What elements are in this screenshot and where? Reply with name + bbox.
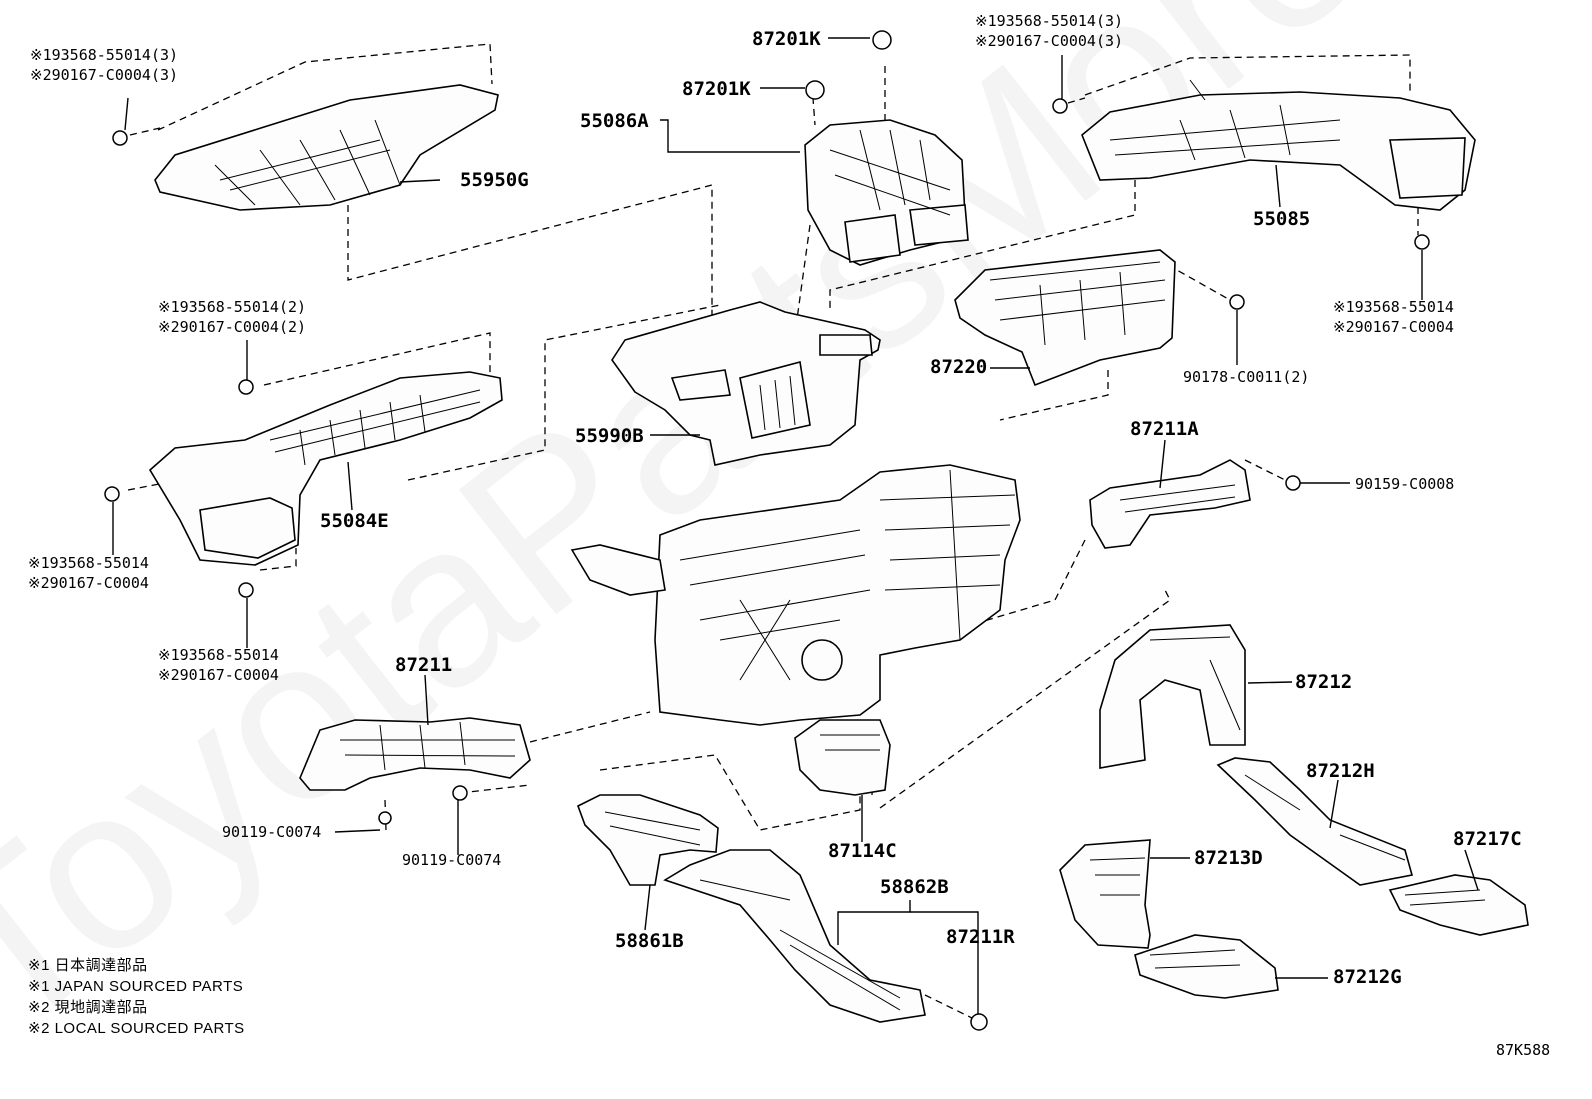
bolt-icon [452, 785, 468, 801]
label-87211R: 87211R [946, 926, 1015, 948]
label-90119-C0074-left: 90119-C0074 [222, 823, 322, 841]
label-87211A: 87211A [1130, 418, 1199, 440]
bolt-icon [238, 379, 254, 395]
note-lower-left-2: ※290167-C0004 [158, 666, 279, 684]
part-87212H [1216, 757, 1414, 886]
label-55084E: 55084E [320, 510, 389, 532]
part-87220 [954, 249, 1176, 387]
label-87114C: 87114C [828, 840, 897, 862]
note-left-2: ※290167-C0004 [28, 574, 149, 592]
legend-line-2: ※1 JAPAN SOURCED PARTS [28, 978, 244, 995]
leader-lines [112, 37, 1479, 1014]
part-87211 [299, 717, 531, 791]
bolt-icon [1285, 475, 1301, 491]
part-87212 [1099, 624, 1246, 769]
label-90159-C0008: 90159-C0008 [1355, 475, 1455, 493]
label-87212H: 87212H [1306, 760, 1375, 782]
label-87212G: 87212G [1333, 966, 1402, 988]
label-55990B: 55990B [575, 425, 644, 447]
label-87212: 87212 [1295, 671, 1353, 693]
clip-icon [805, 80, 825, 100]
label-58861B: 58861B [615, 930, 684, 952]
label-90178-C0011: 90178-C0011(2) [1183, 368, 1310, 386]
bolt-icon [238, 582, 254, 598]
part-55990B [611, 301, 881, 466]
part-87211A [1089, 459, 1251, 549]
part-hvac-unit [570, 464, 1021, 726]
label-87211: 87211 [395, 654, 453, 676]
clip-icon [970, 1013, 988, 1031]
note-top-left-2: ※290167-C0004(3) [30, 66, 179, 84]
label-87201K: 87201K [682, 78, 751, 100]
note-top-right-1: ※193568-55014(3) [975, 12, 1124, 30]
label-87217C: 87217C [1453, 828, 1522, 850]
part-55950G [154, 84, 499, 211]
fasteners [104, 30, 1430, 1031]
bolt-icon [112, 130, 128, 146]
note-mid-left-2: ※290167-C0004(2) [158, 318, 307, 336]
part-87212G [1134, 934, 1279, 999]
legend-line-4: ※2 LOCAL SOURCED PARTS [28, 1020, 245, 1037]
part-87213D [1059, 839, 1151, 949]
note-right-2: ※290167-C0004 [1333, 318, 1454, 336]
nut-icon [1229, 294, 1245, 310]
legend-line-3: ※2 現地調達部品 [28, 999, 148, 1016]
note-top-right-2: ※290167-C0004(3) [975, 32, 1124, 50]
note-top-left-1: ※193568-55014(3) [30, 46, 179, 64]
label-58862B: 58862B [880, 876, 949, 898]
bolt-icon [104, 486, 120, 502]
bolt-icon [1052, 98, 1068, 114]
label-87213D: 87213D [1194, 847, 1263, 869]
part-55086A [804, 119, 969, 266]
part-58862B [663, 849, 926, 1023]
note-lower-left-1: ※193568-55014 [158, 646, 279, 664]
label-90119-C0074-right: 90119-C0074 [402, 851, 502, 869]
legend-line-1: ※1 日本調達部品 [28, 957, 148, 974]
label-55085: 55085 [1253, 208, 1311, 230]
note-right-1: ※193568-55014 [1333, 298, 1454, 316]
label-87220: 87220 [930, 356, 988, 378]
part-58861B [577, 794, 719, 886]
label-55950G: 55950G [460, 169, 529, 191]
note-mid-left-1: ※193568-55014(2) [158, 298, 307, 316]
diagram-code: 87K588 [1496, 1041, 1551, 1059]
label-55086A: 55086A [580, 110, 649, 132]
clip-icon [872, 30, 892, 50]
part-87217C [1388, 874, 1529, 936]
label-87201K-top: 87201K [752, 28, 821, 50]
bolt-icon [378, 811, 392, 825]
note-left-1: ※193568-55014 [28, 554, 149, 572]
part-55085 [1081, 79, 1476, 211]
part-55084E [148, 371, 503, 566]
part-87114C [794, 719, 891, 796]
bolt-icon [1414, 234, 1430, 250]
